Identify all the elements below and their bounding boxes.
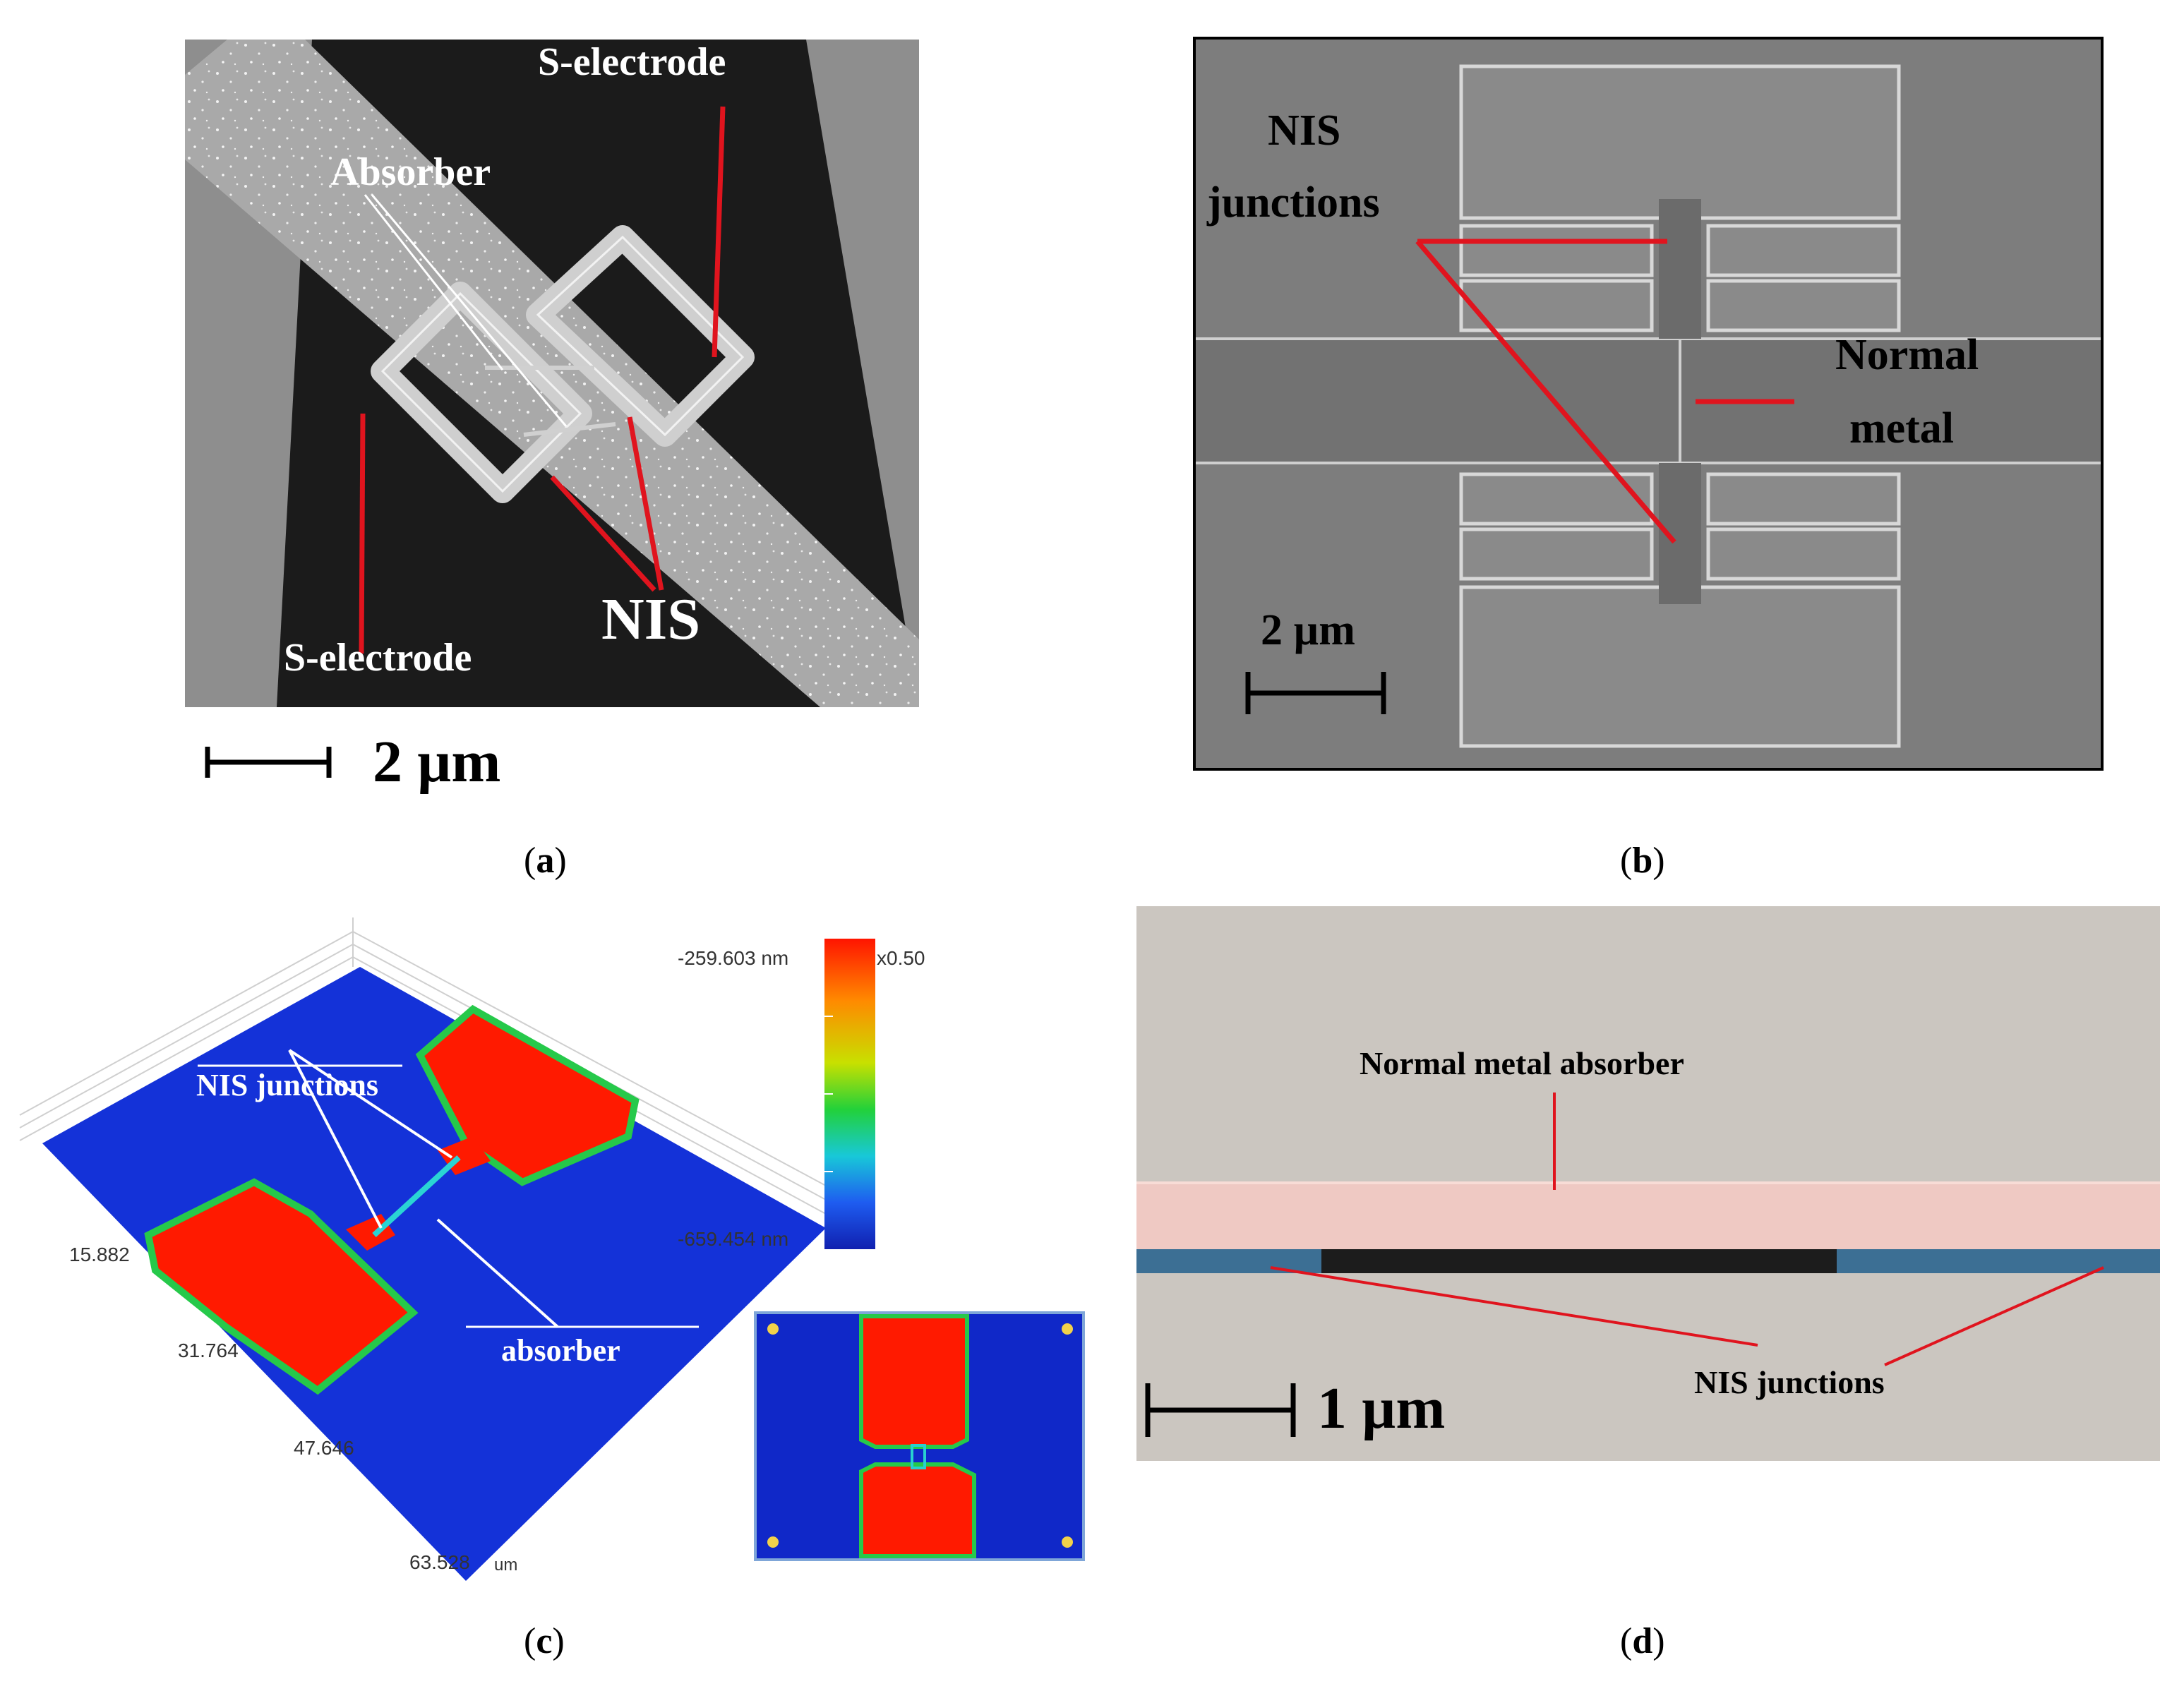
label-nis-junctions-line1: NIS	[1268, 107, 1341, 155]
label-nis-junctions-d: NIS junctions	[1694, 1364, 1885, 1400]
panel-b-sem-image	[1193, 37, 2104, 771]
axis-tick-1: 15.882	[69, 1244, 130, 1265]
panel-b-scale-label: 2 µm	[1261, 606, 1355, 654]
panel-d-scale-label: 1 µm	[1317, 1376, 1446, 1441]
label-s-electrode-top: S-electrode	[538, 40, 726, 84]
panel-a-scale-bar	[205, 741, 346, 783]
axis-unit: um	[494, 1555, 518, 1575]
panel-a: S-electrode Absorber NIS S-electrode	[185, 40, 919, 707]
caption-b: (b)	[1620, 841, 1665, 881]
label-normal-line2: metal	[1849, 404, 1955, 452]
label-s-electrode-bottom: S-electrode	[284, 636, 472, 680]
panel-a-scale-label: 2 µm	[373, 729, 501, 795]
colorbar-min-label: -659.454 nm	[678, 1228, 789, 1250]
caption-d: (d)	[1620, 1621, 1665, 1661]
panel-d: Normal metal absorber NIS junctions 1 µm	[1136, 906, 2160, 1461]
axis-tick-2: 31.764	[178, 1340, 239, 1361]
label-nis: NIS	[601, 586, 701, 652]
caption-a: (a)	[524, 841, 567, 881]
panel-c: NIS junctions absorber -259.603 nm x0.50…	[14, 903, 1087, 1602]
label-nis-junctions-line2: junctions	[1207, 179, 1380, 227]
panel-b: NIS junctions Normal metal 2 µm	[1193, 37, 2104, 771]
caption-c: (c)	[524, 1621, 565, 1661]
label-normal-line1: Normal	[1835, 331, 1979, 379]
label-nis-junctions-c: NIS junctions	[196, 1068, 378, 1102]
panel-d-sem-image	[1136, 906, 2160, 1461]
colorbar-max-suffix: x0.50	[877, 947, 925, 969]
label-normal-metal-absorber: Normal metal absorber	[1360, 1045, 1684, 1081]
panel-a-sem-image	[185, 40, 919, 707]
label-absorber: Absorber	[330, 150, 491, 194]
axis-tick-4: 63.528	[409, 1551, 470, 1573]
axis-tick-3: 47.646	[294, 1437, 354, 1459]
panel-c-height-map	[19, 917, 1085, 1581]
label-absorber-c: absorber	[501, 1333, 620, 1368]
colorbar-max-label: -259.603 nm	[678, 947, 789, 969]
